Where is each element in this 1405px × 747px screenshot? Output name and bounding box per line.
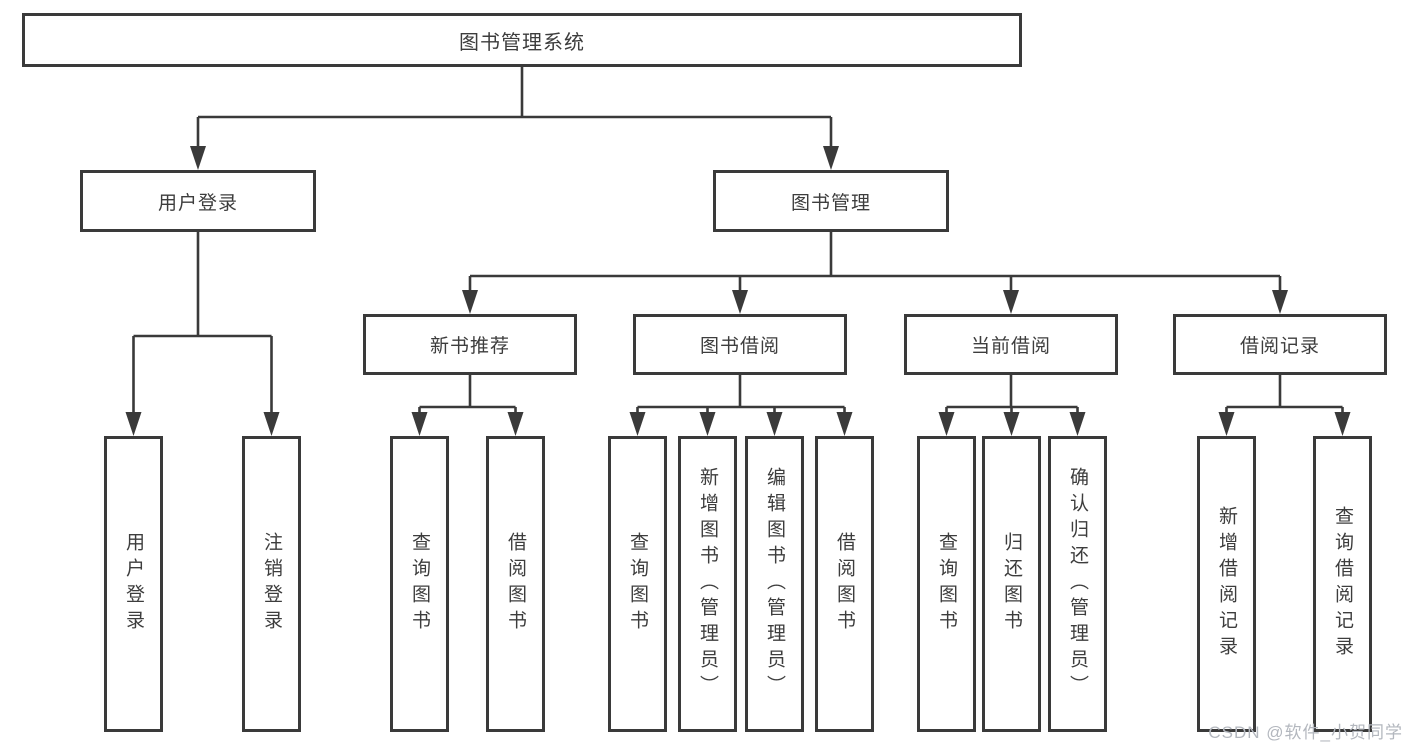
- leaf-borrow-books-borrow: 借阅图书: [815, 436, 874, 732]
- node-root-system: 图书管理系统: [22, 13, 1022, 67]
- node-current-borrow: 当前借阅: [904, 314, 1118, 375]
- node-borrow-records: 借阅记录: [1173, 314, 1387, 375]
- leaf-query-borrow-record: 查询借阅记录: [1313, 436, 1372, 732]
- leaf-edit-book-admin: 编辑图书（管理员）: [745, 436, 804, 732]
- leaf-query-books-borrow: 查询图书: [608, 436, 667, 732]
- node-book-management: 图书管理: [713, 170, 949, 232]
- leaf-add-borrow-record: 新增借阅记录: [1197, 436, 1256, 732]
- leaf-return-book: 归还图书: [982, 436, 1041, 732]
- leaf-confirm-return-admin: 确认归还（管理员）: [1048, 436, 1107, 732]
- leaf-query-books-recommend: 查询图书: [390, 436, 449, 732]
- leaf-borrow-books-recommend: 借阅图书: [486, 436, 545, 732]
- node-book-borrow: 图书借阅: [633, 314, 847, 375]
- arrowheads: [125, 146, 1351, 436]
- node-user-login: 用户登录: [80, 170, 316, 232]
- leaf-add-book-admin: 新增图书（管理员）: [678, 436, 737, 732]
- leaf-query-books-current: 查询图书: [917, 436, 976, 732]
- leaf-user-login: 用户登录: [104, 436, 163, 732]
- leaf-logout: 注销登录: [242, 436, 301, 732]
- node-new-book-recommend: 新书推荐: [363, 314, 577, 375]
- csdn-watermark: CSDN @软件_小贺同学: [1208, 723, 1403, 742]
